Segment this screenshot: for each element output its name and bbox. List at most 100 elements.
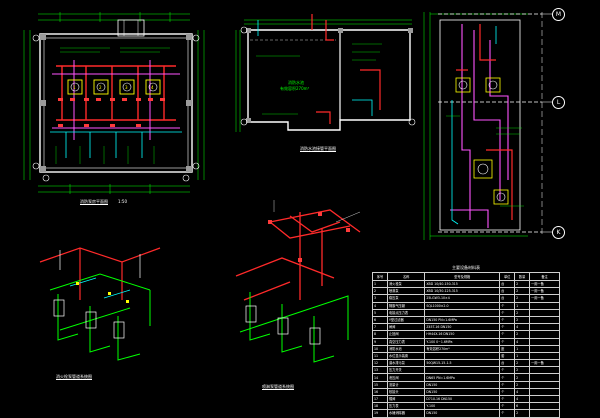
table-cell: 15 [372, 380, 388, 389]
table-cell [529, 394, 560, 404]
cad-drawing-canvas [23, 12, 552, 363]
sprinkler-pump-isometric [235, 200, 361, 363]
table-cell: 个 [499, 409, 516, 418]
col-qty: 数量 [514, 272, 531, 281]
table-cell: 一用一备 [529, 294, 560, 303]
table-cell: XBD 10/30-125-315 [424, 287, 501, 296]
grid-axis-m-bubble: M [552, 8, 565, 21]
table-cell: 14 [372, 373, 388, 382]
table-cell [529, 330, 560, 339]
table-cell: 3 [372, 294, 388, 303]
table-cell: 2 [514, 380, 531, 389]
table-cell: 2 [514, 330, 531, 339]
table-cell: 6 [372, 315, 388, 325]
table-cell: 1 [514, 351, 531, 361]
table-cell: 个 [499, 301, 516, 310]
table-cell [529, 373, 560, 382]
table-cell [424, 308, 501, 317]
table-cell: DN150 [424, 409, 501, 418]
fire-pool-label: 消防水池 [288, 80, 304, 85]
table-cell: 有效容积270m³ [424, 344, 501, 353]
table-cell: 个 [499, 394, 516, 404]
pump-number-1: 1 [73, 85, 76, 90]
table-cell [529, 337, 560, 346]
table-cell: 10 [372, 344, 388, 353]
table-cell: DN150 [424, 387, 501, 397]
table-cell: 4 [514, 387, 531, 397]
table-cell: 19 [372, 409, 388, 418]
table-cell: 套 [499, 351, 516, 361]
table-cell: DN150 PN=1.6MPa [424, 315, 501, 325]
table-cell [529, 308, 560, 317]
table-cell: 一用一备 [529, 279, 560, 289]
table-cell: 止回阀 [386, 330, 426, 339]
table-cell: 压力开关 [386, 366, 426, 375]
table-cell: 闸阀 [386, 323, 426, 332]
table-cell: 一用一备 [529, 287, 560, 296]
col-spec: 型号及规格 [424, 272, 501, 281]
table-cell: 个 [499, 387, 516, 397]
table-cell: 消火栓泵 [386, 279, 426, 289]
table-cell: 50QW15-15-1.5 [424, 359, 501, 368]
table-cell: 潜水排污泵 [386, 359, 426, 368]
table-cell [529, 351, 560, 361]
table-cell: 9 [372, 337, 388, 346]
table-cell: 消防水池 [386, 344, 426, 353]
table-cell: 喷淋泵 [386, 287, 426, 296]
table-cell: 个 [499, 315, 516, 325]
table-cell: D71X-16 DN150 [424, 394, 501, 404]
col-name: 名称 [386, 272, 426, 281]
table-cell: 座 [499, 344, 516, 353]
pump-room-plan-title: 消防泵房平面图 [80, 199, 108, 204]
pump-room-plan [23, 12, 205, 194]
table-cell [529, 387, 560, 397]
fire-pool-plan-title: 消防水池接管平面图 [300, 146, 336, 151]
table-cell: 个 [499, 337, 516, 346]
table-cell: 13 [372, 366, 388, 375]
table-cell: 个 [499, 402, 516, 411]
table-cell [529, 380, 560, 389]
table-cell: 水位显示装置 [386, 351, 426, 361]
table-cell: 2 [514, 308, 531, 317]
table-cell: 稳压泵 [386, 294, 426, 303]
table-cell: 个 [499, 373, 516, 382]
table-cell [529, 344, 560, 353]
hydrant-system-title: 消火栓泵管道系统图 [56, 374, 92, 379]
table-cell: Z45T-16 DN150 [424, 323, 501, 332]
table-cell: 2 [514, 294, 531, 303]
table-cell: 2 [514, 287, 531, 296]
pump-number-4: 4 [151, 85, 154, 90]
table-cell: 台 [499, 279, 516, 289]
table-cell: 17 [372, 394, 388, 404]
table-cell: 2 [514, 359, 531, 368]
table-cell: 16 [372, 387, 388, 397]
table-cell: 台 [499, 294, 516, 303]
col-index: 序号 [372, 272, 388, 281]
table-cell: 4 [514, 394, 531, 404]
table-cell [424, 351, 501, 361]
pump-number-3: 3 [125, 85, 128, 90]
equipment-table-title: 主要设备材料表 [452, 265, 480, 270]
table-cell: 7 [372, 323, 388, 332]
grid-axis-l-bubble: L [552, 96, 565, 109]
pump-number-2: 2 [99, 85, 102, 90]
table-cell: Y型过滤器 [386, 315, 426, 325]
table-cell: 流量计 [386, 380, 426, 389]
table-cell: 1 [372, 279, 388, 289]
pump-room-plan-scale: 1:50 [118, 199, 127, 204]
